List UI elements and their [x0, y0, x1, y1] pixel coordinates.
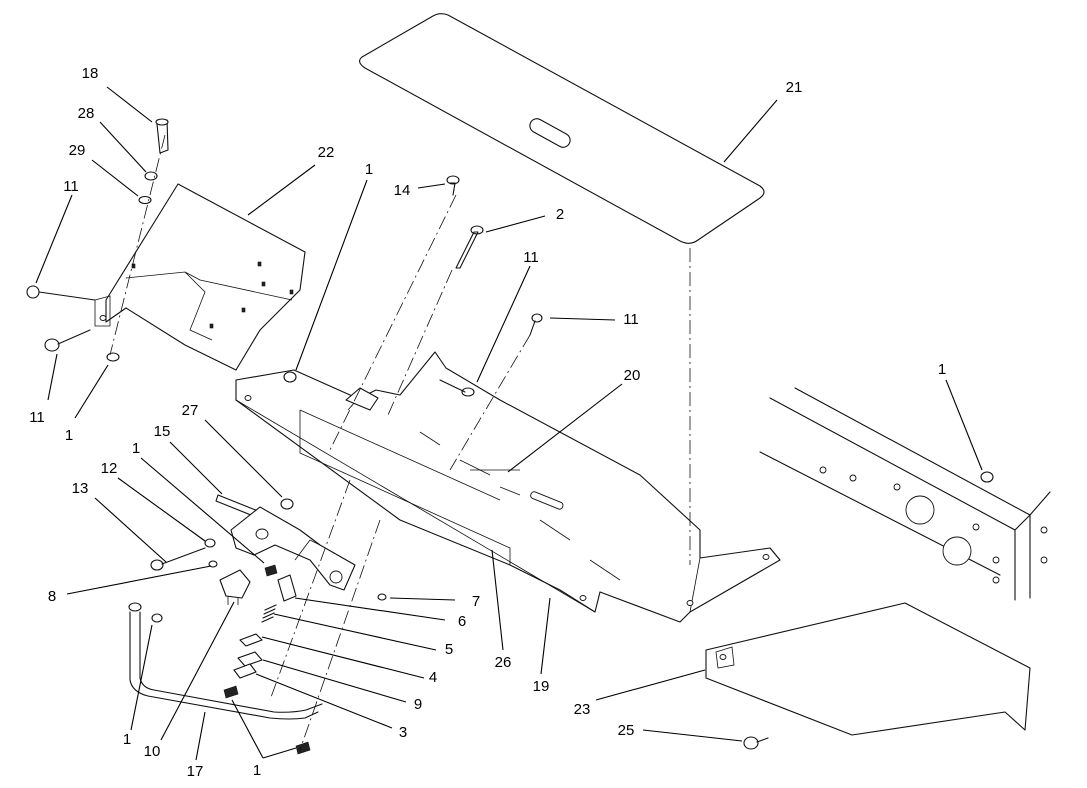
callout-10: 10 [144, 743, 161, 760]
callout-4: 4 [429, 669, 437, 686]
callout-8: 8 [48, 588, 56, 605]
callout-9: 9 [414, 696, 422, 713]
callout-11: 11 [523, 249, 539, 266]
centerlines [109, 134, 691, 751]
cover-plate-21 [359, 13, 765, 244]
callout-1: 1 [365, 161, 373, 178]
callout-19: 19 [533, 678, 550, 695]
callout-18: 18 [82, 65, 99, 82]
callout-17: 17 [187, 763, 204, 780]
callout-14: 14 [394, 182, 411, 199]
callout-21: 21 [786, 79, 803, 96]
callout-22: 22 [318, 144, 335, 161]
callout-11: 11 [63, 178, 79, 195]
leader-lines [35, 86, 983, 761]
callout-12: 12 [101, 460, 118, 477]
callout-11: 11 [29, 409, 45, 426]
callout-1: 1 [123, 731, 131, 748]
callout-3: 3 [399, 724, 407, 741]
callout-1: 1 [132, 440, 140, 457]
callout-15: 15 [154, 423, 171, 440]
lever-rod-17 [128, 602, 323, 755]
callout-13: 13 [72, 480, 89, 497]
hardware [26, 118, 994, 750]
callout-1: 1 [65, 427, 73, 444]
lower-shield-23 [705, 602, 1031, 736]
callout-25: 25 [618, 722, 635, 739]
main-bracket-19 [235, 351, 781, 623]
callout-26: 26 [495, 654, 512, 671]
callout-5: 5 [445, 641, 453, 658]
callout-29: 29 [69, 142, 86, 159]
callout-20: 20 [624, 367, 641, 384]
callout-1: 1 [938, 361, 946, 378]
frame-rail [759, 387, 1051, 601]
callout-6: 6 [458, 613, 466, 630]
callout-7: 7 [472, 593, 480, 610]
callout-labels: 18 28 29 11 11 1 22 1 14 2 11 11 21 20 1… [29, 65, 946, 780]
callout-11: 11 [623, 311, 639, 328]
callout-28: 28 [78, 105, 95, 122]
callout-2: 2 [556, 206, 564, 223]
callout-23: 23 [574, 701, 591, 718]
upper-bracket-22 [94, 183, 306, 371]
callout-27: 27 [182, 402, 199, 419]
pivot-linkage [219, 506, 356, 699]
callout-1: 1 [253, 762, 261, 779]
